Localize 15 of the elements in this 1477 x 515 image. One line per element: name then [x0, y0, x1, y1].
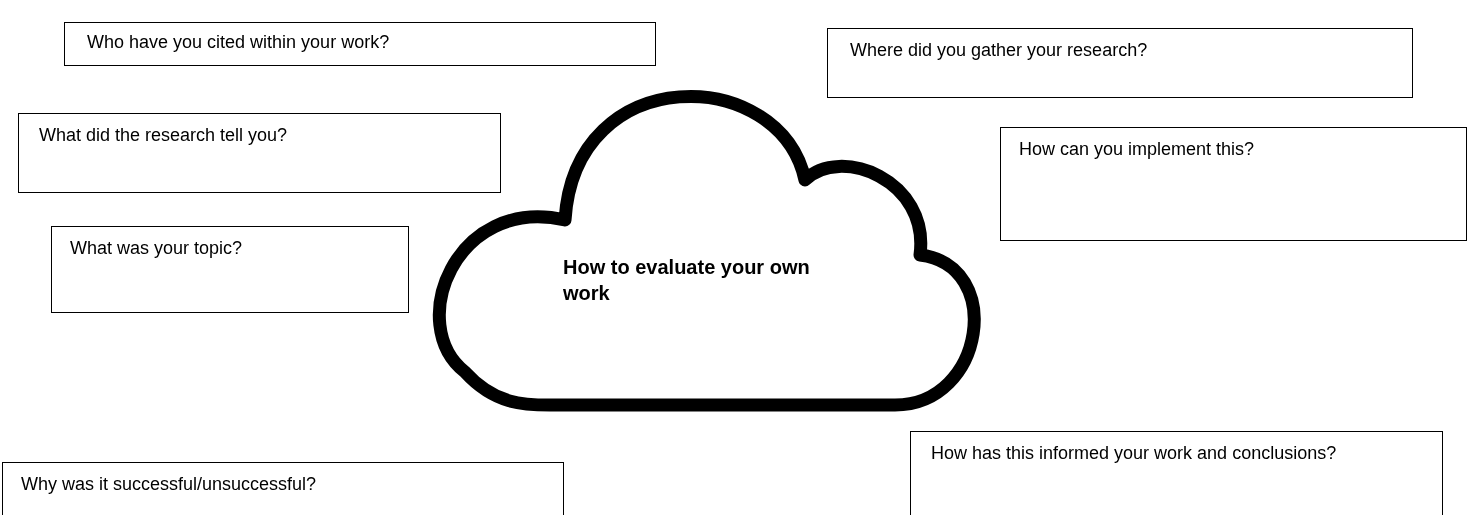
cloud-title: How to evaluate your own work — [563, 255, 811, 306]
question-text: Where did you gather your research? — [850, 39, 1149, 62]
question-text: Who have you cited within your work? — [87, 31, 391, 54]
question-box — [1000, 127, 1467, 241]
question-text: What was your topic? — [70, 237, 244, 260]
question-box — [910, 431, 1443, 515]
question-box — [64, 22, 656, 66]
question-text: Why was it successful/unsuccessful? — [21, 473, 318, 496]
question-text: How has this informed your work and conclusions? — [931, 442, 1338, 465]
question-box — [827, 28, 1413, 98]
question-box — [51, 226, 409, 313]
question-box — [2, 462, 564, 515]
question-text: What did the research tell you? — [39, 124, 289, 147]
question-text: How can you implement this? — [1019, 138, 1256, 161]
question-box — [18, 113, 501, 193]
